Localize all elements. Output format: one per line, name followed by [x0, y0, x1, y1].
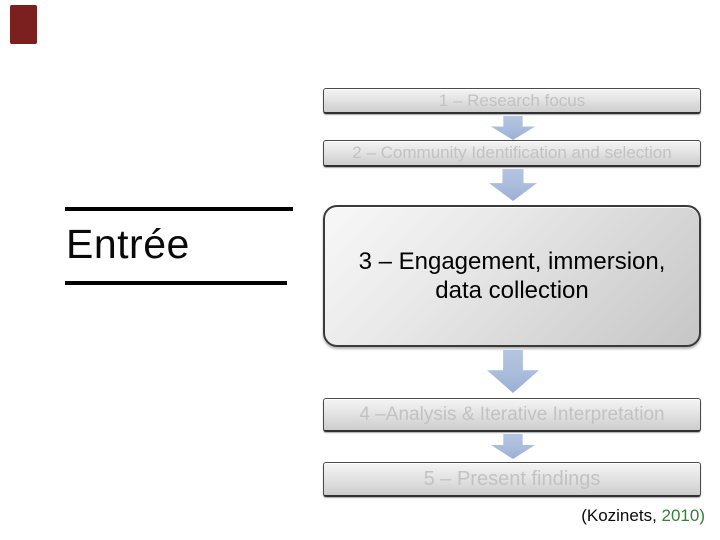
red-corner-mark [10, 5, 37, 44]
flow-step-2: 2 – Community Identification and selecti… [323, 140, 701, 167]
citation-year: 2010) [656, 506, 705, 525]
flow-step-3-line-2: data collection [435, 277, 589, 304]
down-arrow-icon [491, 116, 535, 140]
citation-author: (Kozinets, [581, 506, 657, 525]
entree-rule-top [65, 207, 293, 211]
flow-step-3-line-1: 3 – Engagement, immersion, [358, 248, 666, 275]
citation: (Kozinets, 2010) [581, 506, 705, 526]
flow-step-5: 5 – Present findings [323, 462, 701, 497]
flow-step-4: 4 –Analysis & Iterative Interpretation [323, 398, 701, 432]
section-title: Entrée [66, 221, 190, 267]
flow-step-1: 1 – Research focus [323, 88, 701, 114]
down-arrow-icon [489, 169, 537, 201]
down-arrow-icon [487, 350, 539, 393]
entree-rule-bottom [65, 281, 287, 285]
down-arrow-icon [491, 434, 535, 459]
flow-step-3: 3 – Engagement, immersion, data collecti… [323, 205, 701, 347]
